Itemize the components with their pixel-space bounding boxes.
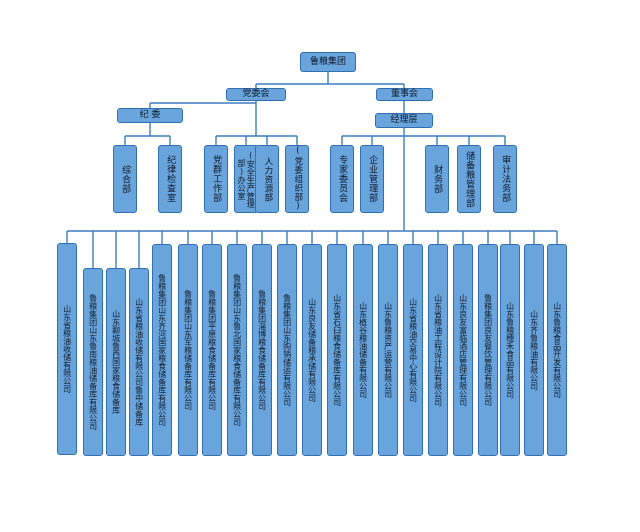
subsidiary-box[interactable]: 鲁粮集团山东购销储运有限公司: [277, 244, 297, 456]
subsidiary-label: 山东鲁粮穗禾食品有限公司: [505, 302, 515, 398]
subsidiary-label: 山东省粮油工程设计院有限公司: [433, 294, 443, 406]
subsidiary-label: 山东良友富临酒店管理有限公司: [458, 294, 468, 406]
subsidiary-box[interactable]: 山东省粮油工程设计院有限公司: [428, 244, 448, 456]
reserve-grain-dept-box[interactable]: 储备粮管理部: [457, 145, 481, 213]
subsidiary-box[interactable]: 山东省粮油交易中心有限公司: [403, 244, 423, 456]
subsidiary-label: 鲁粮集团淄博粮食储备库有限公司: [257, 290, 267, 410]
subsidiary-box[interactable]: 鲁粮集团山东军粮储备库有限公司: [178, 244, 198, 456]
unit-label: 人力资源部: [262, 156, 273, 202]
subsidiary-label: 山东聊城鲁西国家粮食储备库: [111, 310, 121, 414]
subsidiary-box[interactable]: 山东聊城鲁西国家粮食储备库: [106, 268, 126, 456]
unit-label: 财务部: [432, 164, 443, 194]
subsidiary-label: 山东植谷粮油储备有限公司: [358, 302, 368, 398]
subsidiary-label: 山东省石臼粮食储备库有限公司: [332, 294, 342, 406]
board-label: 董事会: [390, 89, 418, 100]
subsidiary-label: 鲁粮集团山东鲁南粮油储备库有限公司: [88, 294, 98, 430]
subsidiary-label: 鲁粮集团山东齐河国家粮食储备库有限公司: [157, 274, 167, 426]
discipline-committee-label: 纪 委: [139, 110, 161, 121]
root-label: 鲁粮集团: [309, 56, 346, 67]
unit-label: 专家委员会: [337, 155, 348, 203]
subsidiary-label: 鲁粮集团良友餐饮管理有限公司: [483, 294, 493, 406]
subsidiary-box[interactable]: 山东鲁粮穗禾食品有限公司: [500, 244, 520, 456]
discipline-committee-box[interactable]: 纪 委: [117, 108, 183, 123]
subsidiary-box[interactable]: 山东省粮油收储有限公司: [57, 243, 77, 455]
subsidiary-label: 鲁粮集团山东军粮储备库有限公司: [183, 290, 193, 410]
subsidiary-box[interactable]: 山东鲁粮资产运营有限公司: [378, 244, 398, 456]
expert-committee-box[interactable]: 专家委员会: [330, 145, 354, 213]
board-box[interactable]: 董事会: [376, 88, 433, 101]
enterprise-mgmt-box[interactable]: 企业管理部: [360, 145, 384, 213]
subsidiary-box[interactable]: 山东齐鲁粮油有限公司: [524, 244, 544, 456]
subsidiary-box[interactable]: 山东省石臼粮食储备库有限公司: [327, 244, 347, 456]
subsidiary-box[interactable]: 鲁粮集团山东鲁南粮油储备库有限公司: [83, 268, 103, 456]
party-work-dept-box[interactable]: 党群工作部: [204, 145, 228, 213]
unit-label: 企业管理部: [367, 155, 378, 203]
general-dept-box[interactable]: 综合部: [113, 145, 137, 213]
manager-box[interactable]: 经理层: [375, 113, 433, 128]
discipline-inspection-box[interactable]: 纪律检查室: [158, 145, 182, 213]
subsidiary-box[interactable]: 鲁粮集团山东齐河国家粮食储备库有限公司: [152, 244, 172, 456]
unit-label: (安全生产管理部)办公室: [237, 150, 256, 208]
subsidiary-label: 山东鲁粮资产运营有限公司: [383, 302, 393, 398]
subsidiary-label: 山东省粮油收储有限公司: [62, 305, 72, 393]
subsidiary-label: 鲁粮集团山东鲁北国家粮食储备库有限公司: [232, 274, 242, 426]
party-committee-label: 党委会: [242, 89, 270, 100]
unit-label: 党群工作部: [211, 155, 222, 203]
subsidiary-label: 山东良友储备粮承储有限公司: [307, 298, 317, 402]
subsidiary-box[interactable]: 山东良友储备粮承储有限公司: [302, 244, 322, 456]
unit-label: 审计法务部: [500, 155, 511, 203]
subsidiary-box[interactable]: 鲁粮集团平原粮食储备库有限公司: [202, 244, 222, 456]
manager-label: 经理层: [390, 115, 418, 126]
party-org-dept-box[interactable]: (党委组织部): [285, 145, 309, 213]
unit-label: 纪律检查室: [165, 155, 176, 203]
subsidiary-box[interactable]: 山东省粮油收储有限公司鲁中储备库: [129, 268, 149, 456]
subsidiary-box[interactable]: 鲁粮集团淄博粮食储备库有限公司: [252, 244, 272, 456]
subsidiary-box[interactable]: 山东植谷粮油储备有限公司: [353, 244, 373, 456]
root-box[interactable]: 鲁粮集团: [300, 52, 356, 72]
audit-legal-dept-box[interactable]: 审计法务部: [493, 145, 517, 213]
subsidiary-box[interactable]: 山东鲁粮食品开发有限公司: [547, 244, 567, 456]
subsidiary-label: 山东鲁粮食品开发有限公司: [552, 302, 562, 398]
subsidiary-box[interactable]: 鲁粮集团良友餐饮管理有限公司: [478, 244, 498, 456]
subsidiary-box[interactable]: 山东良友富临酒店管理有限公司: [453, 244, 473, 456]
subsidiary-label: 鲁粮集团山东购销储运有限公司: [282, 294, 292, 406]
unit-label: 综合部: [120, 164, 131, 194]
unit-label: 储备粮管理部: [464, 150, 475, 208]
subsidiary-label: 鲁粮集团平原粮食储备库有限公司: [207, 290, 217, 410]
hr-dept-box[interactable]: 人力资源部: [255, 145, 279, 213]
subsidiary-label: 山东省粮油收储有限公司鲁中储备库: [134, 298, 144, 426]
finance-dept-box[interactable]: 财务部: [425, 145, 449, 213]
party-committee-box[interactable]: 党委会: [226, 88, 286, 101]
subsidiary-label: 山东省粮油交易中心有限公司: [408, 298, 418, 402]
subsidiary-label: 山东齐鲁粮油有限公司: [529, 310, 539, 390]
subsidiary-box[interactable]: 鲁粮集团山东鲁北国家粮食储备库有限公司: [227, 244, 247, 456]
unit-label: (党委组织部): [292, 146, 303, 212]
